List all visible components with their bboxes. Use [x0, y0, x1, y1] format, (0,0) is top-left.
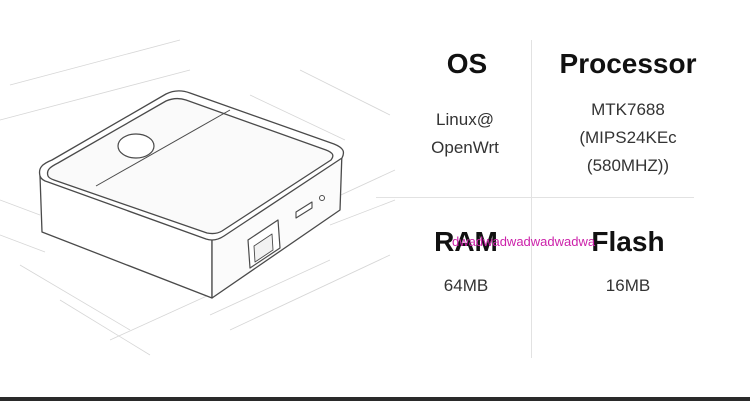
bottom-border [0, 397, 750, 401]
processor-value-line3: (580MHZ)) [586, 156, 670, 175]
ram-value: 64MB [443, 276, 489, 295]
grid-divider-vertical [531, 40, 532, 358]
power-button-icon [117, 133, 155, 159]
os-value-line1: Linux@ [436, 110, 494, 129]
processor-value-line1: MTK7688 [591, 100, 665, 119]
device-illustration [0, 39, 396, 356]
flash-title: Flash [591, 226, 665, 257]
watermark-text: dwadwadwadwadwadwa [452, 234, 596, 249]
usb-port-icon [295, 201, 313, 219]
reset-hole-icon [319, 195, 325, 201]
processor-title: Processor [559, 48, 697, 79]
ram-title: RAM [434, 226, 498, 257]
flash-value: 16MB [605, 276, 651, 295]
os-title: OS [446, 48, 488, 79]
router-device [38, 90, 345, 299]
grid-divider-horizontal [376, 197, 694, 198]
os-value-line2: OpenWrt [431, 138, 499, 157]
processor-value-line2: (MIPS24KEc [579, 128, 677, 147]
